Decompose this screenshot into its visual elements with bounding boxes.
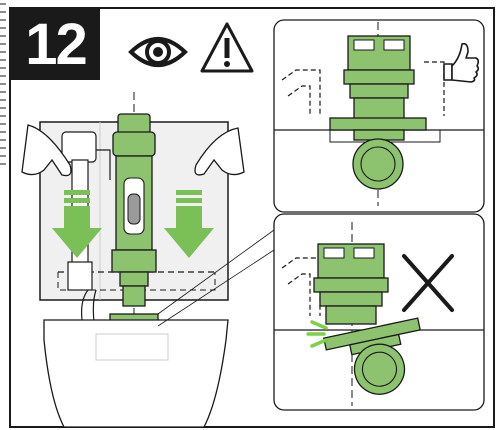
flush-valve (109, 92, 159, 390)
incorrect-install-panel (273, 213, 485, 411)
thumbs-up-icon (443, 42, 480, 83)
warning-triangle-icon (200, 22, 254, 73)
main-install-scene (21, 92, 275, 428)
leak-indicator-icon (306, 320, 328, 348)
push-down-arrow-icon (52, 190, 102, 258)
cross-mark-icon (402, 254, 454, 312)
left-edge-ruler (0, 0, 10, 170)
eye-icon (128, 37, 188, 67)
correct-install-panel (273, 19, 485, 213)
step-number-badge: 12 (11, 9, 100, 80)
push-down-arrow-icon (164, 190, 214, 258)
